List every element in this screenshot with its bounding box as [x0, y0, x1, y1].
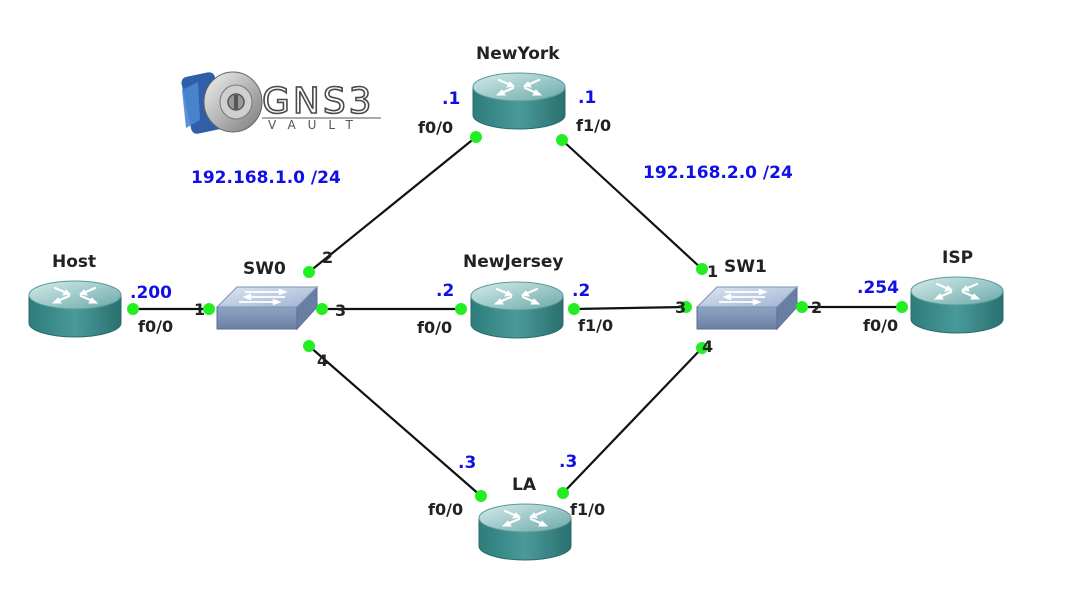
if-label-newyork-left: f0/0: [418, 118, 453, 137]
subnet-label-right: 192.168.2.0 /24: [643, 163, 793, 183]
logo-subtext: VAULT: [268, 118, 365, 132]
router-newyork[interactable]: [471, 71, 567, 131]
port-dot-newjersey-f0-0[interactable]: [455, 303, 467, 315]
switch-sw0[interactable]: [216, 286, 318, 330]
port-dot-sw1-2[interactable]: [796, 301, 808, 313]
port-dot-newyork-f1-0[interactable]: [556, 134, 568, 146]
router-newjersey[interactable]: [469, 280, 565, 340]
logo-text: GNS3: [262, 81, 375, 122]
if-label-la-right: f1/0: [570, 500, 605, 519]
port-dot-sw1-1[interactable]: [696, 263, 708, 275]
port-dot-sw1-3[interactable]: [680, 301, 692, 313]
port-dot-sw0-1[interactable]: [203, 303, 215, 315]
port-dot-la-f0-0[interactable]: [475, 490, 487, 502]
port-dot-newyork-f0-0[interactable]: [470, 131, 482, 143]
router-isp[interactable]: [909, 275, 1005, 335]
if-label-isp: f0/0: [863, 316, 898, 335]
router-icon: [477, 502, 573, 562]
switch-sw1[interactable]: [696, 286, 798, 330]
router-host[interactable]: [27, 279, 123, 339]
device-label-newjersey: NewJersey: [463, 252, 563, 272]
device-label-host: Host: [52, 252, 96, 272]
link-sw0-newyork[interactable]: [308, 136, 477, 273]
port-dot-sw0-4[interactable]: [303, 340, 315, 352]
link-newyork-sw1[interactable]: [561, 139, 703, 270]
device-label-sw1: SW1: [724, 257, 767, 277]
if-label-newjersey-left: f0/0: [417, 318, 452, 337]
device-label-sw0: SW0: [243, 259, 286, 279]
port-dot-newjersey-f1-0[interactable]: [568, 303, 580, 315]
router-icon: [471, 71, 567, 131]
port-dot-host-f0-0[interactable]: [127, 303, 139, 315]
if-label-la-left: f0/0: [428, 500, 463, 519]
router-icon: [469, 280, 565, 340]
ip-label-la-left: .3: [458, 453, 476, 473]
port-label-sw1-2: 2: [811, 298, 822, 317]
link-sw0-la[interactable]: [308, 345, 482, 497]
switch-icon: [216, 286, 318, 330]
port-dot-sw0-2[interactable]: [303, 266, 315, 278]
port-label-sw1-3: 3: [675, 298, 686, 317]
subnet-label-left: 192.168.1.0 /24: [191, 168, 341, 188]
gns3-vault-logo: GNS3 VAULT: [181, 71, 381, 134]
port-label-sw0-1: 1: [194, 300, 205, 319]
port-label-sw1-1: 1: [707, 262, 718, 281]
device-label-isp: ISP: [942, 248, 973, 268]
port-dot-isp-f0-0[interactable]: [896, 301, 908, 313]
router-icon: [909, 275, 1005, 335]
switch-icon: [696, 286, 798, 330]
port-label-sw0-3: 3: [335, 301, 346, 320]
port-label-sw1-4: 4: [702, 337, 713, 356]
ip-label-newyork-left: .1: [442, 89, 460, 109]
if-label-newjersey-right: f1/0: [578, 316, 613, 335]
router-la[interactable]: [477, 502, 573, 562]
logo-disk-icon: [181, 71, 263, 134]
device-label-newyork: NewYork: [476, 44, 560, 64]
ip-label-newjersey-right: .2: [572, 281, 590, 301]
port-label-sw0-2: 2: [322, 248, 333, 267]
ip-label-newyork-right: .1: [578, 88, 596, 108]
port-dot-la-f1-0[interactable]: [557, 487, 569, 499]
device-label-la: LA: [512, 475, 537, 495]
ip-label-isp: .254: [857, 278, 899, 298]
ip-label-la-right: .3: [559, 452, 577, 472]
ip-label-host: .200: [130, 283, 172, 303]
port-label-sw0-4: 4: [317, 351, 328, 370]
link-la-sw1[interactable]: [562, 347, 703, 494]
router-icon: [27, 279, 123, 339]
port-dot-sw0-3[interactable]: [316, 303, 328, 315]
if-label-newyork-right: f1/0: [576, 116, 611, 135]
port-dot-sw1-4[interactable]: [696, 342, 708, 354]
ip-label-newjersey-left: .2: [436, 281, 454, 301]
if-label-host: f0/0: [138, 317, 173, 336]
link-newjersey-sw1[interactable]: [573, 305, 687, 311]
